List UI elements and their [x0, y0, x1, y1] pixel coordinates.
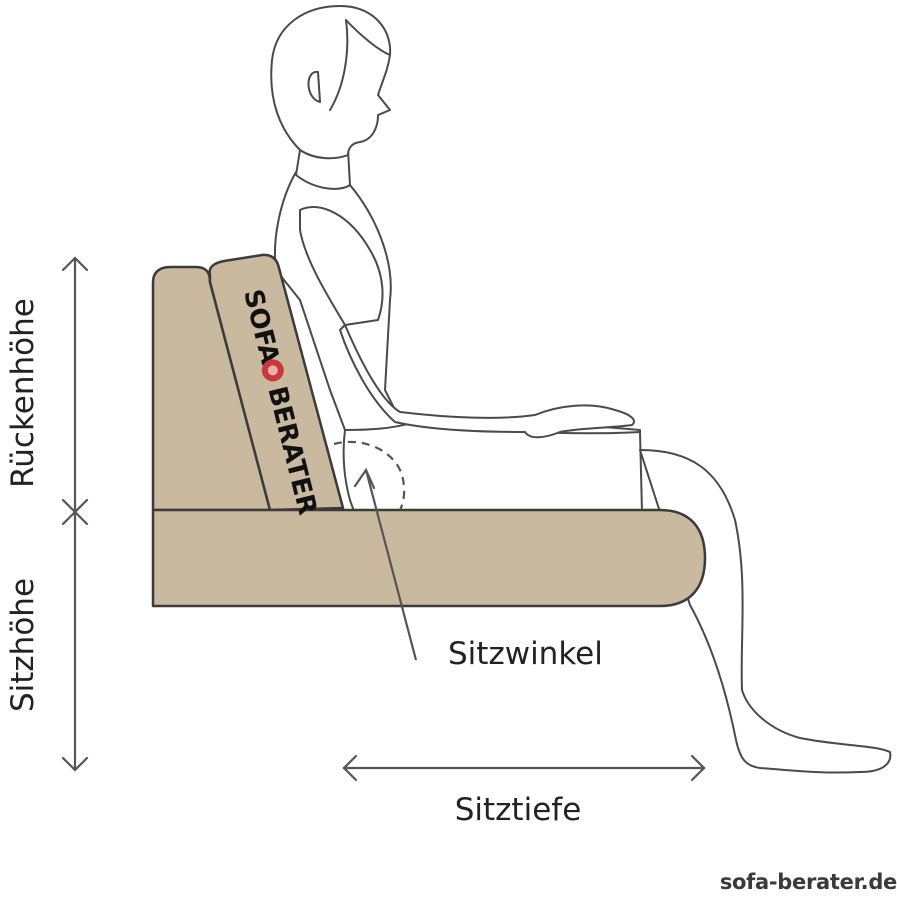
label-seat-angle: Sitzwinkel: [448, 636, 603, 672]
sofa: [151, 253, 707, 608]
arrow-down-icon: [61, 756, 89, 772]
seat-angle-pointer: [364, 469, 418, 661]
arrow-left-icon: [342, 754, 358, 782]
horizontal-dimension-line: [342, 754, 706, 782]
person-ear: [307, 71, 321, 103]
label-seat-depth: Sitztiefe: [455, 792, 582, 828]
person-forearm: [339, 324, 635, 439]
label-seat-height: Sitzhöhe: [5, 578, 41, 712]
logo-emblem-inner: [267, 365, 278, 376]
person-hair: [329, 19, 391, 111]
site-watermark: sofa-berater.de: [719, 870, 897, 894]
person-head: [270, 5, 392, 160]
sofa-seat: [151, 508, 707, 608]
sofa-back-cushion: [208, 253, 345, 512]
seat-angle-pointer-head: [353, 467, 376, 490]
arrow-right-icon: [690, 754, 706, 782]
arrow-up-icon: [61, 256, 89, 272]
vertical-dimension-lines: [61, 256, 89, 772]
divider-tick-icon: [61, 498, 89, 526]
person-lower-leg: [639, 449, 892, 774]
seated-person-illustration: [270, 5, 892, 774]
person-shorts: [342, 419, 643, 513]
person-upper-arm: [299, 205, 384, 326]
label-back-height: Rückenhöhe: [5, 298, 41, 488]
person-neck: [295, 149, 351, 190]
